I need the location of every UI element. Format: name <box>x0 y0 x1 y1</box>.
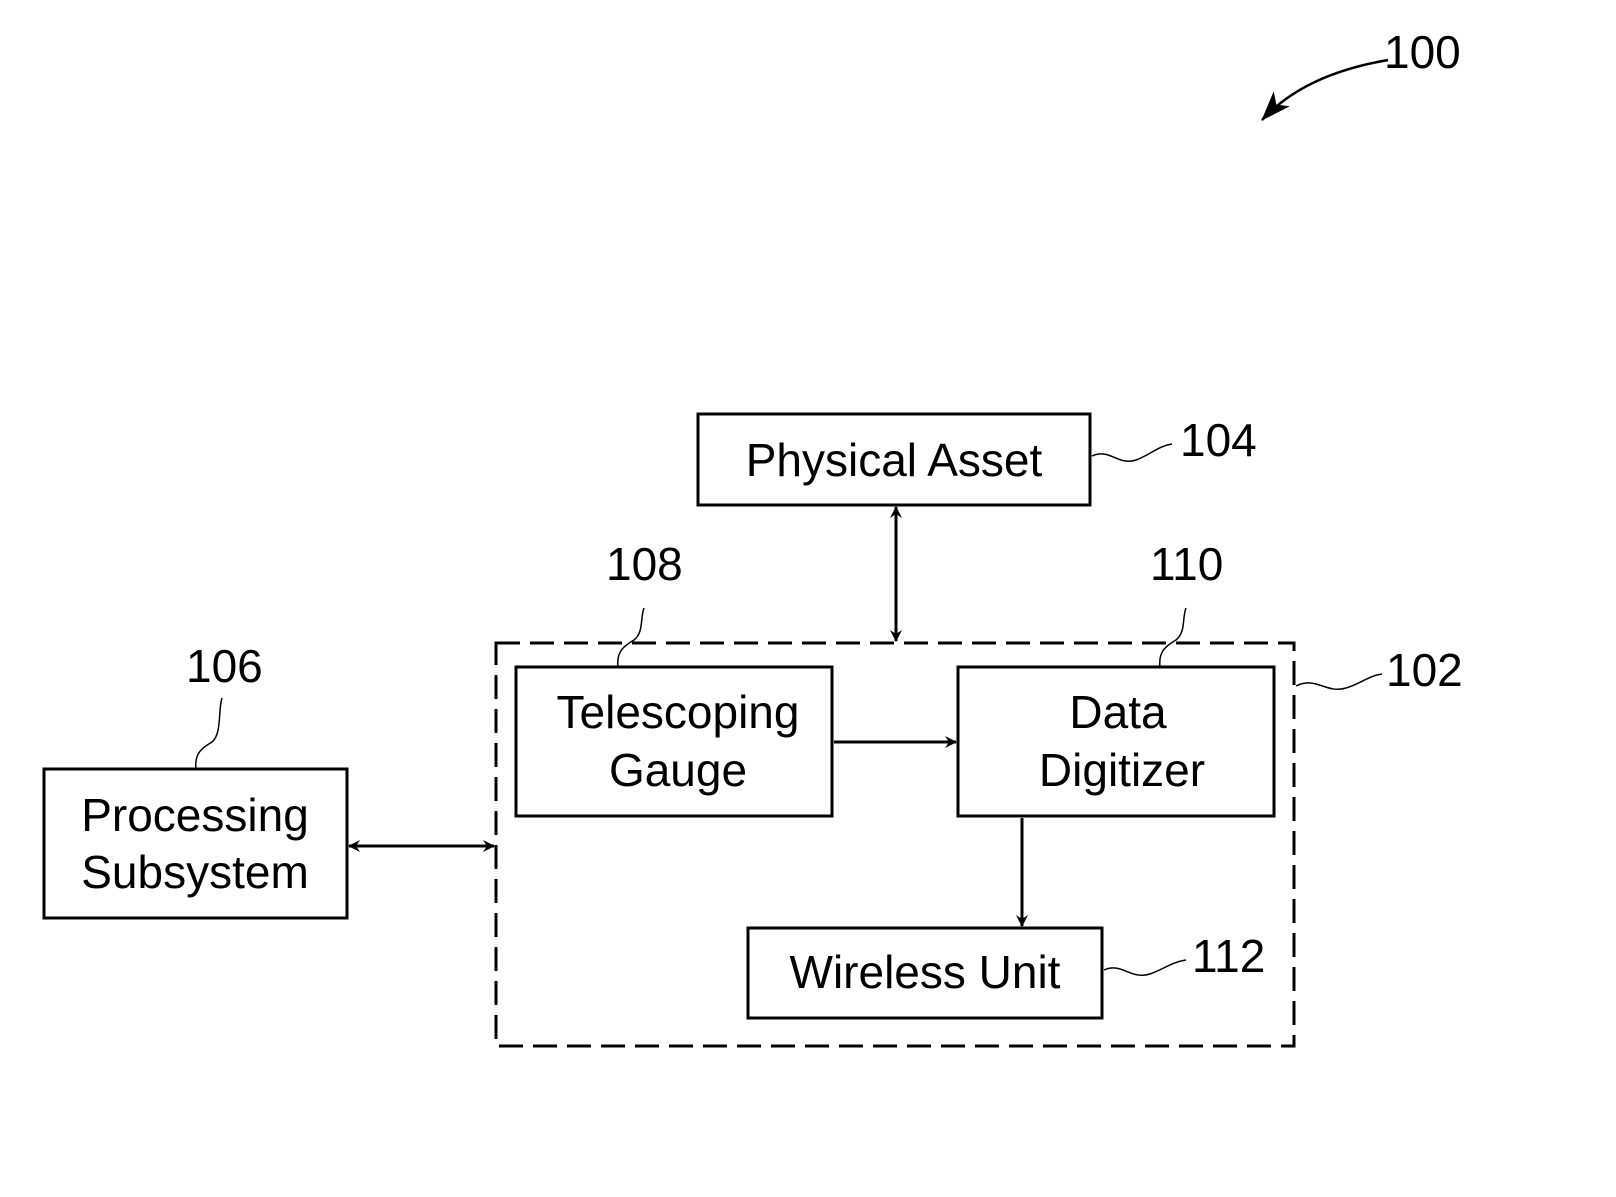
data-digitizer-block: Data Digitizer <box>958 667 1274 816</box>
figure-ref-label: 100 <box>1384 26 1461 78</box>
wireless-unit-block: Wireless Unit <box>748 928 1102 1018</box>
processing-subsystem-ref: 106 <box>186 640 263 692</box>
physical-asset-ref: 104 <box>1180 414 1257 466</box>
data-digitizer-label-line2: Digitizer <box>1039 744 1205 796</box>
telescoping-gauge-label-line1: Telescoping <box>557 686 800 738</box>
wireless-unit-label: Wireless Unit <box>790 946 1061 998</box>
data-digitizer-label-line1: Data <box>1069 686 1167 738</box>
telescoping-gauge-block: Telescoping Gauge <box>516 667 832 816</box>
physical-asset-block: Physical Asset <box>698 414 1090 505</box>
figure-ref-arrow <box>1262 60 1388 120</box>
data-digitizer-ref: 110 <box>1150 538 1223 590</box>
physical-asset-label: Physical Asset <box>746 434 1043 486</box>
processing-subsystem-leader <box>196 698 222 769</box>
telescoping-gauge-leader <box>618 608 644 667</box>
sensor-unit-ref: 102 <box>1386 644 1463 696</box>
telescoping-gauge-ref: 108 <box>606 538 683 590</box>
processing-subsystem-block: Processing Subsystem <box>44 769 347 918</box>
wireless-unit-ref: 112 <box>1192 930 1265 982</box>
sensor-unit-leader <box>1296 674 1382 689</box>
data-digitizer-leader <box>1160 608 1186 667</box>
processing-subsystem-label-line2: Subsystem <box>81 846 309 898</box>
telescoping-gauge-label-line2: Gauge <box>609 744 747 796</box>
processing-subsystem-label-line1: Processing <box>81 789 309 841</box>
wireless-unit-leader <box>1104 960 1186 975</box>
physical-asset-leader <box>1092 444 1172 461</box>
